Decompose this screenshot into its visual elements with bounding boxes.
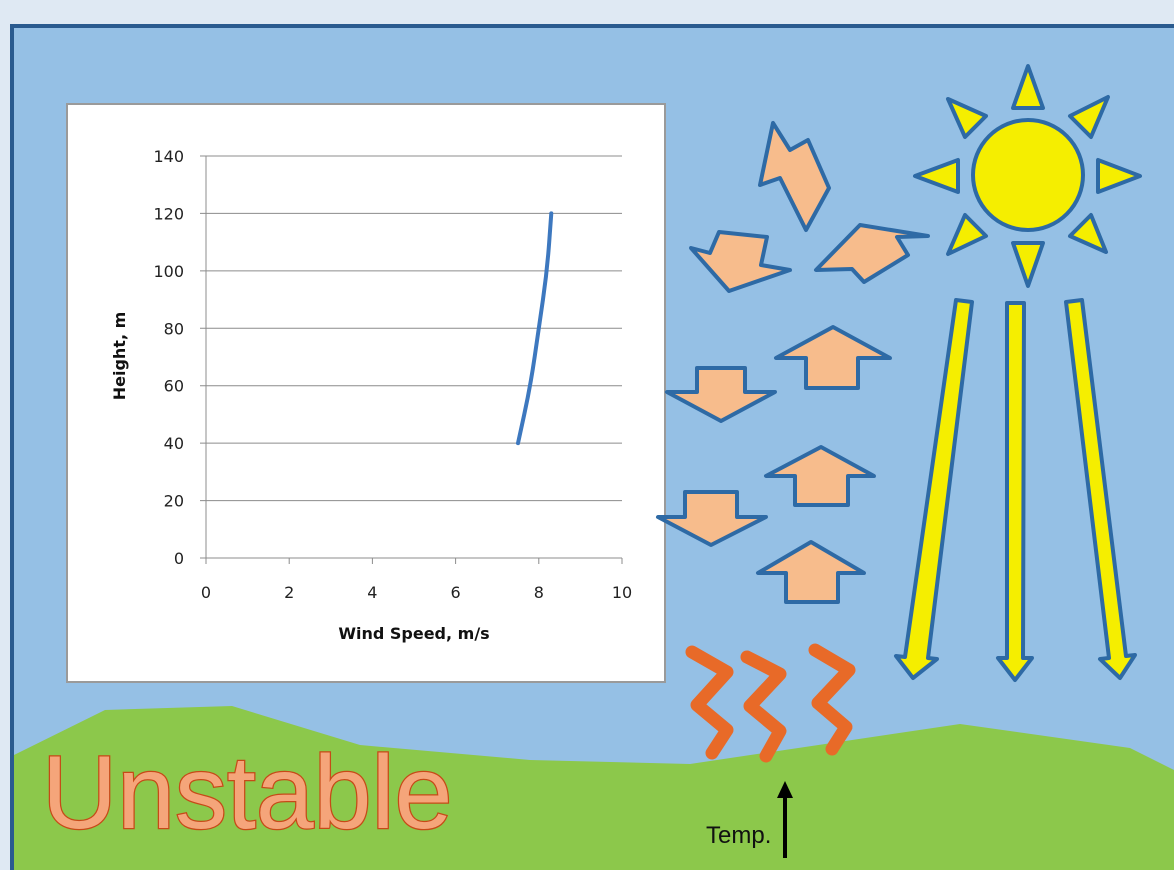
up-arrow-icon — [777, 781, 793, 858]
eddy-arrow-icon — [758, 121, 831, 232]
x-tick-label: 4 — [367, 583, 377, 602]
sun-disc — [971, 118, 1085, 232]
y-tick-label: 120 — [153, 204, 184, 223]
eddy-arrow-icon — [656, 490, 768, 547]
heat-wave-icon — [740, 650, 787, 763]
y-axis-title: Height, m — [110, 312, 129, 401]
eddy-arrow-icon — [689, 230, 792, 293]
sunray-arrows — [894, 298, 1137, 682]
x-tick-label: 2 — [284, 583, 294, 602]
wind-profile-chart: 0 20 40 60 80 100 120 140 0 2 4 6 8 10 Wind Speed, m… — [66, 103, 666, 683]
x-axis-ticks: 0 2 4 6 8 10 — [201, 558, 632, 602]
sun-ray-bottom-right — [1068, 213, 1108, 254]
sun-ray-top-left — [946, 97, 988, 139]
temp-label: Temp. — [706, 822, 771, 849]
y-axis-ticks: 0 20 40 60 80 100 120 140 — [153, 147, 184, 568]
x-tick-label: 10 — [612, 583, 632, 602]
ground — [14, 706, 1174, 870]
y-tick-label: 20 — [164, 492, 184, 511]
sunray-arrow-icon — [894, 298, 974, 680]
sun-ray-top — [1011, 64, 1045, 110]
y-tick-label: 40 — [164, 434, 184, 453]
heat-wave-icon — [808, 643, 856, 756]
eddy-arrow-icon — [814, 223, 930, 284]
x-tick-label: 6 — [451, 583, 461, 602]
chart-gridlines — [200, 155, 622, 559]
x-tick-label: 0 — [201, 583, 211, 602]
sun-ray-bottom-left — [946, 213, 988, 256]
chart-background — [66, 103, 666, 683]
eddy-arrow-icon — [764, 445, 876, 507]
y-tick-label: 0 — [174, 549, 184, 568]
sun-icon — [913, 64, 1142, 288]
y-tick-label: 60 — [164, 377, 184, 396]
y-tick-label: 140 — [153, 147, 184, 166]
temp-arrow-head — [777, 781, 793, 798]
y-tick-label: 100 — [153, 262, 184, 281]
frame-border — [10, 24, 1174, 870]
y-tick-label: 80 — [164, 319, 184, 338]
sun-ray-bottom — [1011, 241, 1045, 288]
sun-ray-left — [913, 158, 960, 194]
wind-speed-series-line — [516, 211, 554, 446]
sunray-arrow-icon — [996, 301, 1034, 682]
eddy-arrow-icon — [756, 540, 866, 604]
sun-ray-right — [1096, 158, 1142, 194]
eddy-arrows — [656, 121, 930, 604]
x-axis-title: Wind Speed, m/s — [338, 624, 489, 643]
x-tick-label: 8 — [534, 583, 544, 602]
eddy-arrow-icon — [665, 366, 777, 423]
sun-ray-top-right — [1068, 95, 1110, 139]
eddy-arrow-icon — [774, 325, 892, 390]
sunray-arrow-icon — [1064, 298, 1137, 680]
heat-waves — [685, 643, 856, 763]
heat-wave-icon — [685, 645, 734, 760]
stability-title: Unstable — [42, 735, 452, 851]
